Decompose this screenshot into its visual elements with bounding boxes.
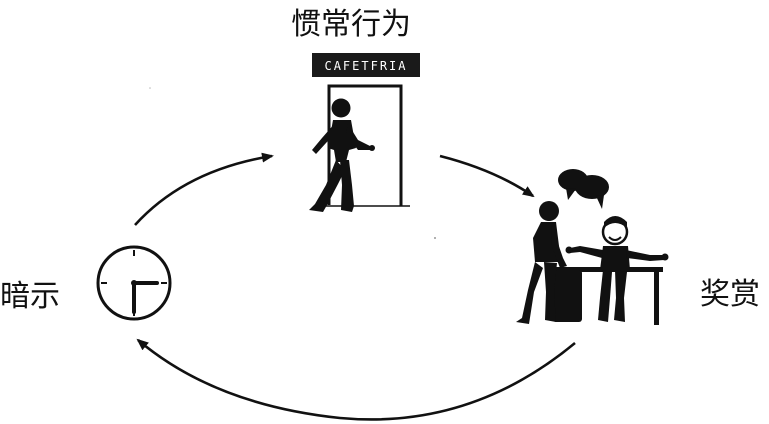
clock-icon (96, 245, 172, 321)
cue-label: 暗示 (0, 279, 60, 314)
cafeteria-sign-text: CAFETFRIA (324, 59, 407, 73)
person-walking-through-door-icon: CAFETFRIA (309, 53, 420, 212)
habit-label: 惯常行为 (291, 7, 411, 42)
arrow-habit-to-reward (439, 154, 535, 198)
cafeteria-sign (312, 53, 420, 77)
people-at-desk-talking-icon (516, 169, 669, 325)
arrow-cue-to-habit (134, 152, 274, 226)
speck (149, 87, 151, 89)
arrow-reward-to-cue (136, 338, 576, 421)
reward-label: 奖赏 (700, 277, 760, 312)
speck (434, 237, 436, 239)
